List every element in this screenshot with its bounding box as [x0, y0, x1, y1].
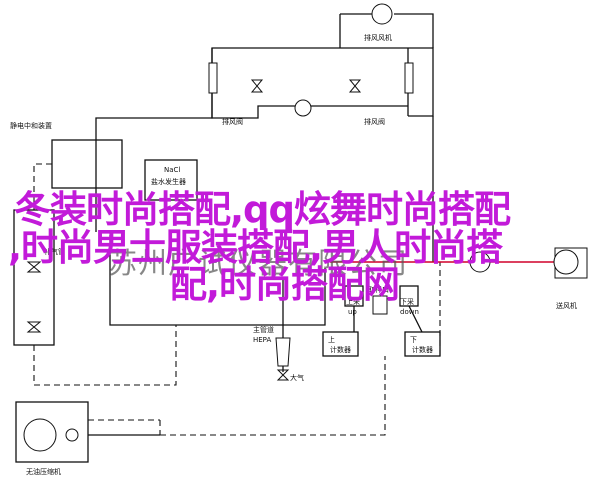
label-exhaust-damper-right: 排风阀	[364, 118, 385, 126]
label-hepa-line1: 主管道	[253, 326, 274, 334]
overlay-title-line1: 冬装时尚搭配,qq炫舞时尚搭配	[14, 188, 511, 231]
label-electrostatic-generator: 静电中和装置	[10, 122, 52, 130]
label-upper-counter-line2: 计数器	[330, 346, 351, 354]
label-exhaust-fan: 排风风机	[364, 34, 392, 42]
label-upper-sampler-line1: 上采	[346, 298, 360, 306]
label-sampling-port: 取样口	[368, 286, 389, 294]
label-air-compressor: 无油压缩机	[26, 468, 61, 476]
label-upper-sampler-line2: up	[348, 308, 357, 316]
overlay-title-line3: 配,时尚搭配网	[170, 263, 400, 306]
label-lower-counter-line1: 下	[410, 336, 417, 344]
label-lower-counter-line2: 计数器	[412, 346, 433, 354]
label-upper-counter-line1: 上	[328, 336, 335, 344]
label-atmosphere: 大气	[290, 374, 304, 382]
label-nacl-line2: 盐水发生器	[151, 178, 186, 186]
watermark-text: 苏州广试仪器有限公司	[108, 246, 409, 280]
overlay-title-line2: ,时尚男士服装搭配,男人时尚搭	[8, 226, 503, 269]
label-hepa-line2: HEPA	[253, 336, 272, 344]
label-exhaust-damper-left: 排风阀	[222, 118, 243, 126]
label-supply-line: 补气管	[44, 248, 65, 256]
label-lower-sampler-line2: down	[400, 308, 419, 316]
label-lower-sampler-line1: 下采	[400, 298, 414, 306]
label-nacl-line1: NaCl	[164, 166, 181, 174]
label-supply-fan: 送风机	[556, 302, 577, 310]
